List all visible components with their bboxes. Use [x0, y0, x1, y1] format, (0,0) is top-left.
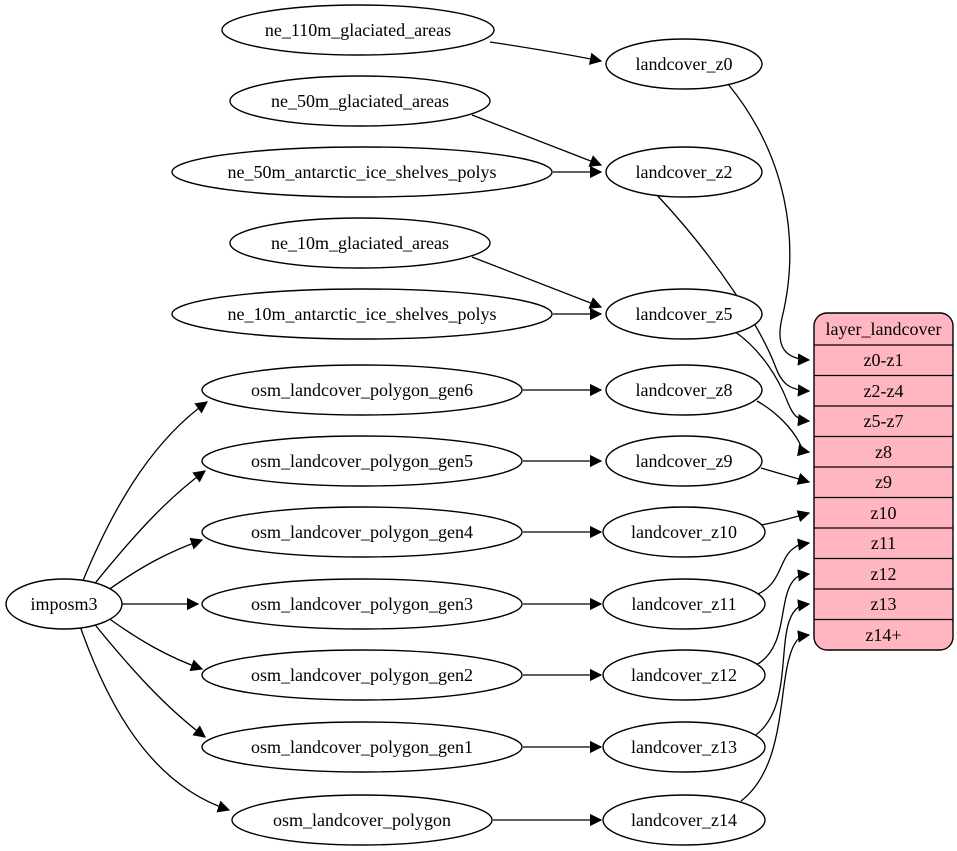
table-row-z11: z11 [871, 533, 896, 553]
node-label: osm_landcover_polygon [273, 810, 451, 830]
node-label: osm_landcover_polygon_gen1 [251, 737, 473, 757]
table-row-z0-z1: z0-z1 [864, 350, 904, 370]
node-label: landcover_z12 [631, 665, 737, 685]
node-landcover-z13: landcover_z13 [602, 721, 766, 773]
edge-landcover-z5-to-row-z5-z7 [733, 330, 811, 427]
layer-landcover-table: layer_landcover z0-z1 z2-z4 z5-z7 z8 z9 … [813, 312, 954, 651]
edge-landcover-z12-to-row-z12 [755, 569, 811, 666]
node-label: landcover_z11 [631, 594, 736, 614]
node-landcover-z8: landcover_z8 [605, 364, 763, 416]
node-ne-50m-antarctic-ice-shelves-polys: ne_50m_antarctic_ice_shelves_polys [171, 146, 553, 198]
node-landcover-z5: landcover_z5 [605, 288, 763, 340]
edge-landcover-z14-to-row-z14plus [740, 630, 811, 802]
node-label: osm_landcover_polygon_gen3 [251, 594, 473, 614]
node-osm-landcover-polygon-gen6: osm_landcover_polygon_gen6 [201, 364, 523, 416]
node-ne-10m-glaciated-areas: ne_10m_glaciated_areas [229, 217, 491, 269]
node-landcover-z0: landcover_z0 [605, 38, 763, 90]
edge-ne-110m-glaciated-areas-to-landcover-z0 [489, 41, 603, 65]
node-label: ne_10m_glaciated_areas [271, 233, 449, 253]
edge-imposm3-to-osm-landcover-polygon-gen4 [103, 537, 204, 594]
edge-landcover-z0-to-row-z0-z1 [727, 83, 811, 366]
node-landcover-z12: landcover_z12 [602, 649, 766, 701]
node-osm-landcover-polygon: osm_landcover_polygon [231, 794, 493, 846]
node-ne-110m-glaciated-areas: ne_110m_glaciated_areas [221, 4, 495, 56]
node-landcover-z10: landcover_z10 [602, 506, 766, 558]
edge-landcover-z8-to-row-z8 [756, 400, 811, 457]
node-label: osm_landcover_polygon_gen2 [251, 665, 473, 685]
node-label: landcover_z0 [636, 54, 733, 74]
edge-imposm3-to-osm-landcover-polygon-gen2 [103, 614, 204, 672]
table-title: layer_landcover [826, 319, 942, 339]
table-row-z5-z7: z5-z7 [864, 411, 904, 431]
node-label: osm_landcover_polygon_gen5 [251, 451, 473, 471]
node-landcover-z9: landcover_z9 [605, 435, 763, 487]
node-osm-landcover-polygon-gen3: osm_landcover_polygon_gen3 [201, 578, 523, 630]
node-label: landcover_z5 [636, 304, 733, 324]
edge-ne-10m-glaciated-areas-to-landcover-z5 [471, 256, 603, 309]
node-label: ne_10m_antarctic_ice_shelves_polys [228, 304, 497, 324]
node-label: landcover_z8 [636, 380, 733, 400]
node-osm-landcover-polygon-gen5: osm_landcover_polygon_gen5 [201, 435, 523, 487]
table-row-z8: z8 [875, 442, 892, 462]
node-label: osm_landcover_polygon_gen6 [251, 380, 473, 400]
node-imposm3: imposm3 [5, 578, 123, 630]
node-label: landcover_z10 [631, 522, 737, 542]
table-row-z12: z12 [871, 564, 897, 584]
node-label: ne_110m_glaciated_areas [265, 20, 451, 40]
edge-landcover-z9-to-row-z9 [760, 467, 811, 485]
node-landcover-z14: landcover_z14 [602, 794, 766, 846]
node-osm-landcover-polygon-gen2: osm_landcover_polygon_gen2 [201, 649, 523, 701]
node-osm-landcover-polygon-gen1: osm_landcover_polygon_gen1 [201, 721, 523, 773]
table-row-z2-z4: z2-z4 [864, 381, 904, 401]
table-row-z13: z13 [871, 594, 897, 614]
table-row-z9: z9 [875, 472, 892, 492]
node-landcover-z2: landcover_z2 [605, 146, 763, 198]
node-label: imposm3 [30, 594, 97, 614]
node-label: landcover_z14 [631, 810, 737, 830]
edge-landcover-z10-to-row-z10 [760, 510, 811, 526]
edge-landcover-z13-to-row-z13 [752, 599, 811, 738]
node-label: landcover_z9 [636, 451, 733, 471]
edge-imposm3-to-osm-landcover-polygon-gen6 [81, 401, 209, 584]
edge-imposm3-to-osm-landcover-polygon-gen1 [91, 620, 206, 738]
node-ne-10m-antarctic-ice-shelves-polys: ne_10m_antarctic_ice_shelves_polys [171, 288, 553, 340]
table-row-z10: z10 [871, 503, 897, 523]
node-ne-50m-glaciated-areas: ne_50m_glaciated_areas [229, 75, 491, 127]
node-landcover-z11: landcover_z11 [602, 578, 766, 630]
edge-landcover-z11-to-row-z11 [757, 538, 811, 595]
table-row-z14plus: z14+ [865, 625, 901, 645]
edge-landcover-z2-to-row-z2-z4 [655, 193, 811, 397]
node-label: landcover_z2 [636, 162, 733, 182]
edge-ne-50m-glaciated-areas-to-landcover-z2 [471, 114, 603, 167]
node-label: landcover_z13 [631, 737, 737, 757]
node-osm-landcover-polygon-gen4: osm_landcover_polygon_gen4 [201, 506, 523, 558]
node-label: ne_50m_glaciated_areas [271, 91, 449, 111]
edge-imposm3-to-osm-landcover-polygon-gen5 [91, 470, 206, 588]
node-label: osm_landcover_polygon_gen4 [251, 522, 473, 542]
node-label: ne_50m_antarctic_ice_shelves_polys [228, 162, 497, 182]
edge-imposm3-to-osm-landcover-polygon [79, 625, 231, 813]
table-background [813, 312, 954, 651]
